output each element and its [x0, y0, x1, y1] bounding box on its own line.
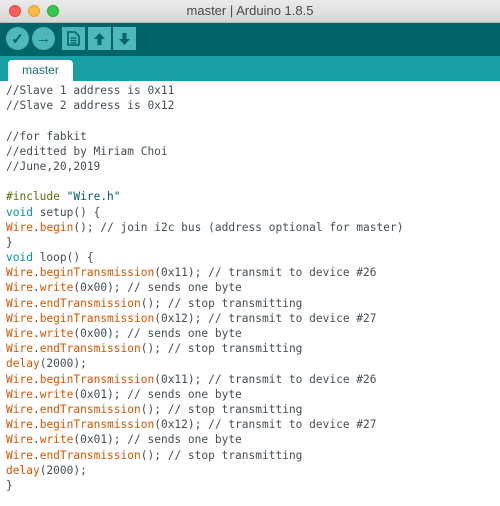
tab-master[interactable]: master [8, 60, 73, 81]
toolbar: ✓ → [0, 23, 500, 56]
code-line[interactable]: void setup() { [6, 205, 101, 219]
zoom-window-button[interactable] [47, 5, 59, 17]
code-text[interactable]: //Slave 1 address is 0x11 //Slave 2 addre… [6, 83, 403, 493]
code-line[interactable]: Wire.endTransmission(); // stop transmit… [6, 448, 303, 462]
code-line[interactable]: Wire.endTransmission(); // stop transmit… [6, 342, 303, 356]
open-sketch-button[interactable] [88, 27, 111, 50]
code-line[interactable]: delay(2000); [6, 357, 87, 371]
save-sketch-button[interactable] [113, 27, 136, 50]
code-line[interactable]: Wire.beginTransmission(0x12); // transmi… [6, 311, 377, 325]
code-line[interactable]: Wire.beginTransmission(0x12); // transmi… [6, 418, 377, 432]
arrow-right-icon: → [36, 30, 51, 47]
code-line[interactable]: delay(2000); [6, 463, 87, 477]
code-line[interactable]: //June,20,2019 [6, 159, 101, 173]
code-line[interactable]: Wire.endTransmission(); // stop transmit… [6, 296, 303, 310]
code-line[interactable]: Wire.begin(); // join i2c bus (address o… [6, 220, 404, 234]
code-line[interactable]: } [6, 478, 13, 492]
code-line[interactable]: void loop() { [6, 251, 94, 265]
code-line[interactable]: Wire.beginTransmission(0x11); // transmi… [6, 372, 377, 386]
code-line[interactable]: ​ [6, 174, 403, 189]
code-line[interactable]: //Slave 1 address is 0x11 [6, 84, 175, 97]
title-bar[interactable]: master | Arduino 1.8.5 [0, 0, 500, 23]
verify-button[interactable]: ✓ [6, 27, 29, 50]
code-line[interactable]: //for fabkit [6, 129, 87, 143]
code-line[interactable]: //Slave 2 address is 0x12 [6, 99, 175, 113]
arrow-down-icon [119, 32, 130, 45]
code-line[interactable]: #include "Wire.h" [6, 190, 121, 204]
new-sketch-button[interactable] [62, 27, 85, 50]
code-line[interactable]: Wire.write(0x00); // sends one byte [6, 327, 242, 340]
minimize-window-button[interactable] [28, 5, 40, 17]
code-line[interactable]: Wire.write(0x01); // sends one byte [6, 433, 242, 447]
code-line[interactable]: Wire.endTransmission(); // stop transmit… [6, 402, 303, 416]
tab-strip: master [0, 56, 500, 81]
code-editor[interactable]: //Slave 1 address is 0x11 //Slave 2 addre… [0, 81, 500, 506]
check-icon: ✓ [11, 30, 24, 48]
upload-button[interactable]: → [32, 27, 55, 50]
code-line[interactable]: //editted by Miriam Choi [6, 144, 168, 158]
new-file-icon [67, 31, 80, 46]
code-line[interactable]: } [6, 235, 13, 249]
code-line[interactable]: Wire.beginTransmission(0x11); // transmi… [6, 266, 377, 280]
code-line[interactable]: Wire.write(0x01); // sends one byte [6, 387, 242, 401]
code-line[interactable]: Wire.write(0x00); // sends one byte [6, 281, 242, 295]
code-line[interactable]: ​ [6, 113, 403, 128]
window-title: master | Arduino 1.8.5 [186, 3, 314, 18]
arrow-up-icon [94, 32, 105, 45]
close-window-button[interactable] [9, 5, 21, 17]
